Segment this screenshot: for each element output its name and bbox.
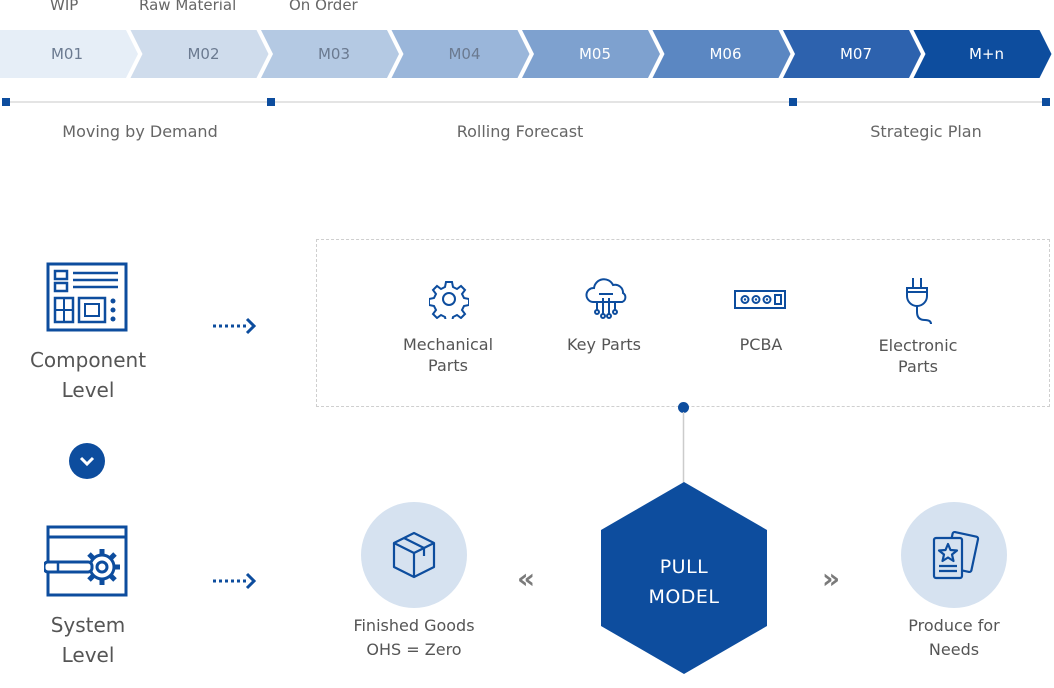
box-icon: [392, 531, 436, 579]
timeline-marker: [1042, 98, 1050, 106]
finished-goods-line1: Finished Goods: [353, 616, 475, 635]
component-level-line2: Level: [61, 378, 115, 402]
component-panel-icon: [46, 262, 128, 332]
produce-for-needs-label: Produce for Needs: [869, 614, 1039, 662]
chevron-label: M+n: [969, 45, 1004, 63]
finished-goods-line2: OHS = Zero: [366, 640, 462, 659]
timeline-marker: [267, 98, 275, 106]
system-gear-icon: [44, 525, 128, 597]
pull-connector: [678, 402, 689, 486]
raw-material-label: Raw Material: [139, 0, 237, 14]
chevron-m02: [130, 30, 269, 78]
dotted-arrow-icon: [213, 572, 257, 590]
plug-icon: [906, 278, 932, 325]
electronic-parts-line2: Parts: [898, 357, 938, 376]
chevron-label: M04: [448, 45, 480, 63]
system-level-label: System Level: [3, 610, 173, 670]
key-parts-line1: Key Parts: [566, 335, 641, 354]
produce-line1: Produce for: [908, 616, 1000, 635]
chevron-m04: [391, 30, 530, 78]
produce-line2: Needs: [928, 640, 980, 659]
finished-goods-label: Finished Goods OHS = Zero: [329, 614, 499, 662]
chevron-label: M02: [187, 45, 219, 63]
timeline: [2, 98, 1050, 106]
pcba-line1: PCBA: [739, 335, 783, 354]
phase-strategic-plan: Strategic Plan: [870, 122, 982, 141]
on-order-label: On Order: [289, 0, 358, 14]
dotted-arrow-icon: [213, 317, 257, 335]
chevron-label: M07: [840, 45, 872, 63]
chevron-mplusn: [913, 30, 1052, 78]
chevron-down-icon: [69, 443, 105, 479]
system-level-line2: Level: [61, 643, 115, 667]
cloud-chip-icon: [585, 278, 627, 319]
pull-model-hexagon: PULL MODEL: [601, 482, 767, 674]
chevron-m07: [783, 30, 921, 78]
chevron-label: M06: [709, 45, 741, 63]
left-double-arrow-icon: «: [517, 562, 536, 595]
chevron-label: M05: [579, 45, 611, 63]
circuit-board-icon: [734, 290, 786, 309]
component-level-line1: Component: [29, 348, 147, 372]
chevron-m01: [0, 30, 138, 78]
gear-icon: [429, 281, 469, 319]
chevron-label: M03: [318, 45, 350, 63]
electronic-parts-line1: Electronic: [878, 336, 958, 355]
star-document-icon: [932, 530, 980, 580]
pull-model-line1: PULL: [660, 556, 709, 578]
pcba-label: PCBA: [691, 334, 831, 355]
phase-moving-by-demand: Moving by Demand: [62, 122, 218, 141]
timeline-marker: [789, 98, 797, 106]
chevron-label: M01: [51, 45, 83, 63]
electronic-parts-label: Electronic Parts: [848, 335, 988, 377]
system-level-line1: System: [50, 613, 126, 637]
chevron-m05: [522, 30, 660, 78]
phase-rolling-forecast: Rolling Forecast: [456, 122, 584, 141]
month-chevron-row: M01 M02 M03 M04 M05 M06 M07 M+n: [0, 30, 1052, 78]
component-parts-box: [316, 239, 1050, 407]
component-level-label: Component Level: [3, 345, 173, 405]
mechanical-parts-label: Mechanical Parts: [378, 334, 518, 376]
chevron-m03: [261, 30, 399, 78]
right-double-arrow-icon: »: [822, 562, 841, 595]
wip-label: WIP: [50, 0, 79, 14]
timeline-marker: [2, 98, 10, 106]
chevron-m06: [652, 30, 791, 78]
pull-model-line2: MODEL: [648, 586, 719, 608]
mechanical-parts-line1: Mechanical: [402, 335, 494, 354]
mechanical-parts-line2: Parts: [428, 356, 468, 375]
key-parts-label: Key Parts: [534, 334, 674, 355]
